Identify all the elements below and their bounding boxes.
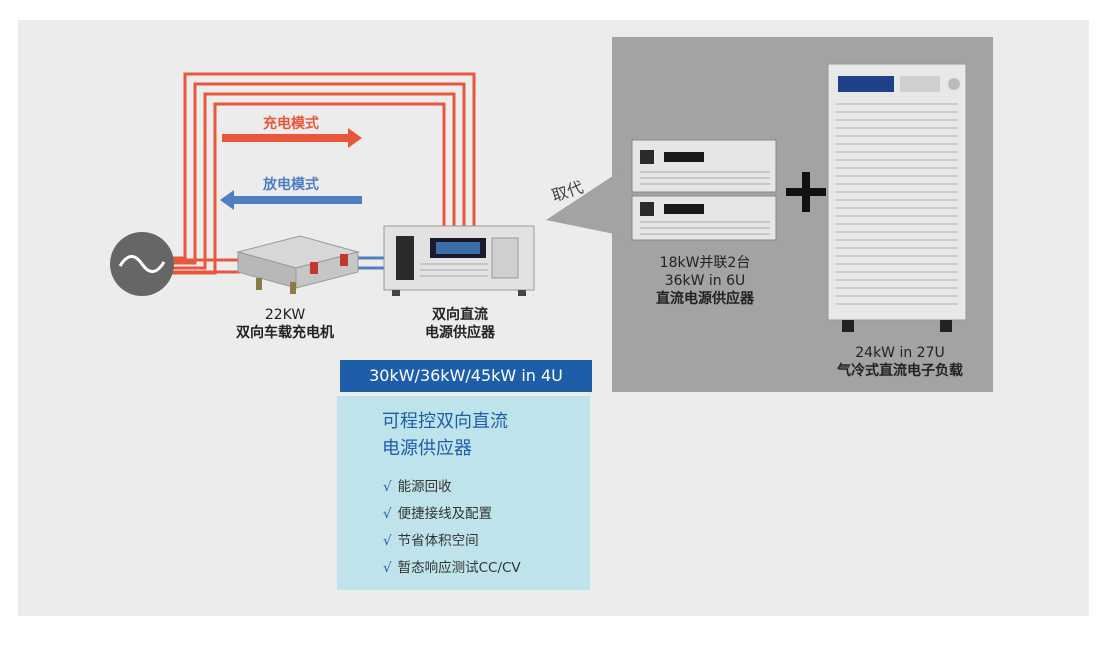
charger-connectors <box>170 258 240 274</box>
feature-title-line2: 电源供应器 <box>382 438 472 459</box>
supply-connectors <box>358 256 384 270</box>
discharge-arrow <box>220 190 362 210</box>
feature-item: √能源回收 <box>383 479 452 495</box>
parallel-supply-caption: 18kW并联2台 36kW in 6U 直流电源供应器 <box>630 254 780 308</box>
feature-item: √节省体积空间 <box>383 533 479 549</box>
charger-caption: 22KW 双向车载充电机 <box>220 306 350 342</box>
bidir-supply-line2: 电源供应器 <box>425 325 495 341</box>
charge-mode-label: 充电模式 <box>263 116 319 132</box>
parallel-supply-line2: 36kW in 6U <box>664 273 746 289</box>
spec-bar: 30kW/36kW/45kW in 4U <box>340 360 592 392</box>
ac-source-icon <box>110 232 174 296</box>
parallel-supply-line3: 直流电源供应器 <box>656 291 754 307</box>
feature-title: 可程控双向直流 电源供应器 <box>382 408 508 462</box>
check-icon: √ <box>383 506 392 522</box>
discharge-mode-label: 放电模式 <box>263 177 319 193</box>
parallel-supply-line1: 18kW并联2台 <box>659 255 751 271</box>
plus-icon <box>786 172 826 212</box>
electronic-load-image <box>827 63 967 332</box>
feature-item: √便捷接线及配置 <box>383 506 493 522</box>
load-caption: 24kW in 27U 气冷式直流电子负载 <box>810 344 990 380</box>
charge-arrow <box>222 128 362 148</box>
parallel-supplies-image <box>631 139 777 241</box>
charger-name: 双向车载充电机 <box>236 325 334 341</box>
load-line1: 24kW in 27U <box>855 345 945 361</box>
check-icon: √ <box>383 560 392 576</box>
bidir-supply-caption: 双向直流 电源供应器 <box>400 306 520 342</box>
feature-title-line1: 可程控双向直流 <box>382 411 508 432</box>
bidir-supply-line1: 双向直流 <box>432 307 488 323</box>
charger-power: 22KW <box>264 307 306 323</box>
feature-box: 可程控双向直流 电源供应器 √能源回收 √便捷接线及配置 √节省体积空间 √暂态… <box>337 396 590 590</box>
load-line2: 气冷式直流电子负载 <box>837 363 963 379</box>
check-icon: √ <box>383 533 392 549</box>
bidirectional-supply-image <box>383 225 535 296</box>
onboard-charger-image <box>236 235 360 294</box>
check-icon: √ <box>383 479 392 495</box>
feature-item: √暂态响应测试CC/CV <box>383 560 521 576</box>
callout-wedge <box>546 162 634 238</box>
feature-list: √能源回收 √便捷接线及配置 √节省体积空间 √暂态响应测试CC/CV <box>383 474 521 582</box>
